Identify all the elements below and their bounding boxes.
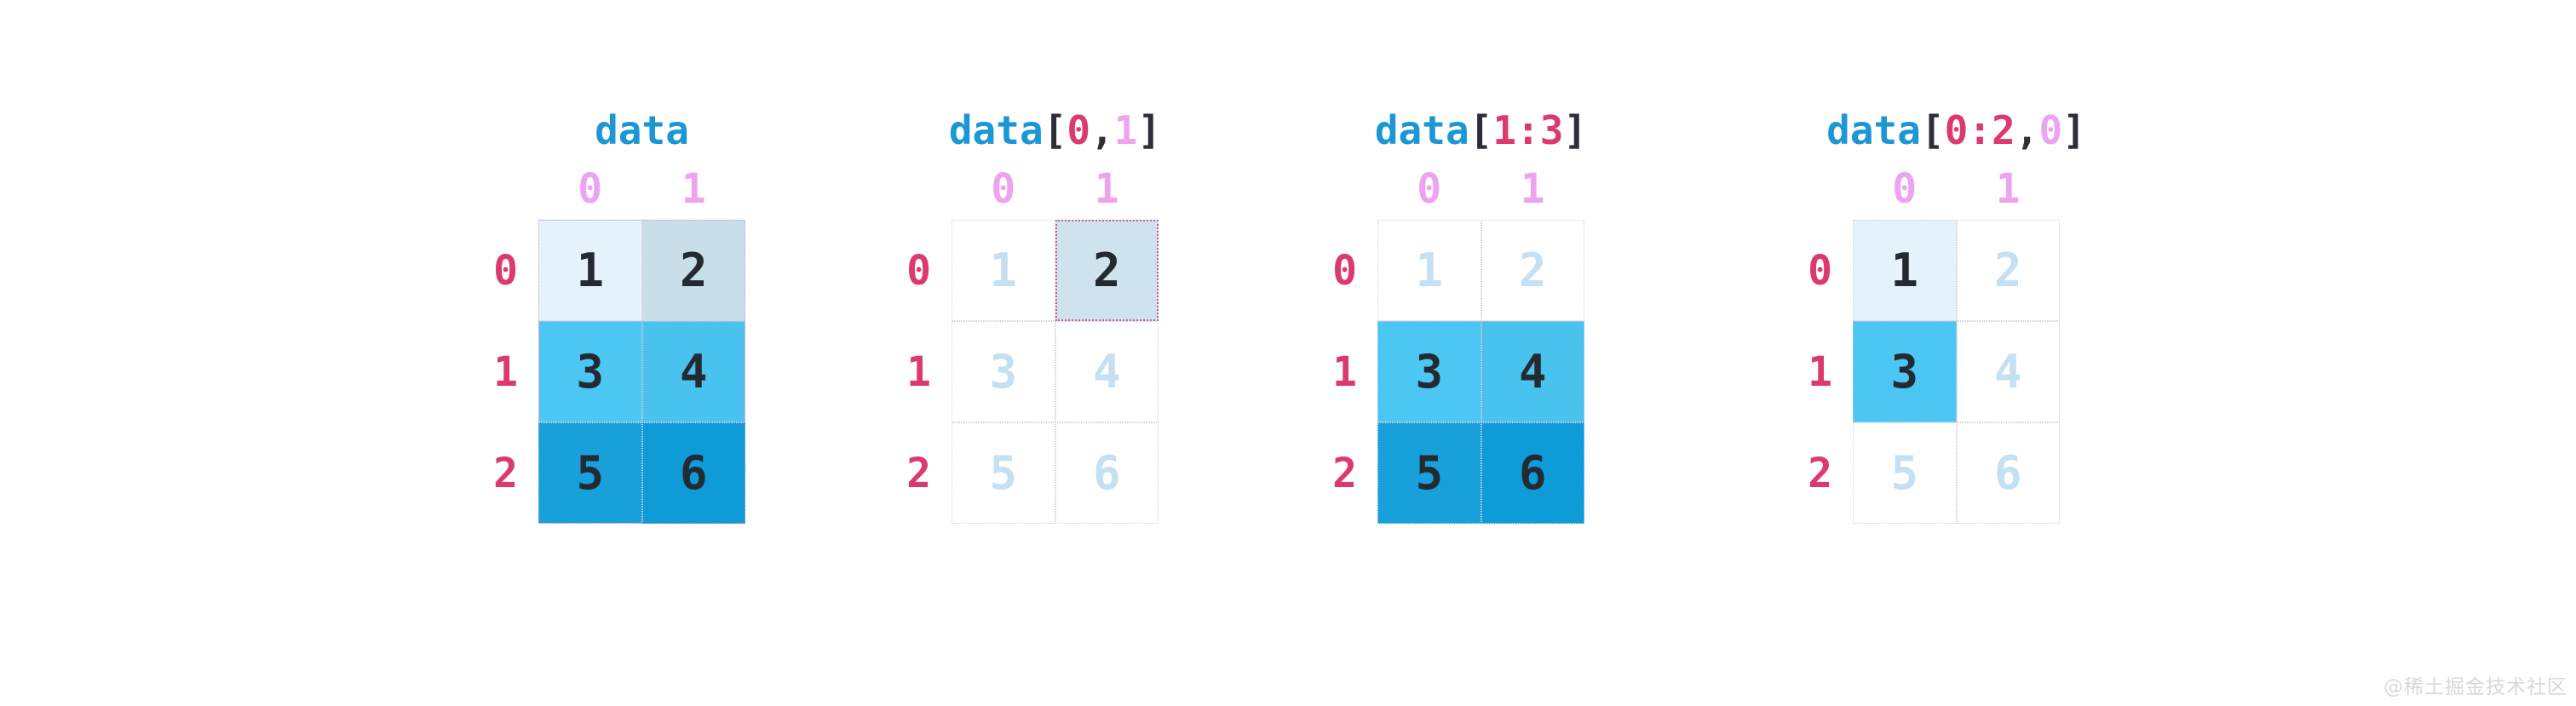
diagram-data-0-2-0: data[0:2,0] 0 1 0 1 2 1 2 3 4 5 6 xyxy=(1802,100,2086,526)
matrix-cell: 3 xyxy=(952,321,1055,422)
matrix-cell: 2 xyxy=(1481,220,1584,321)
row-header: 1 xyxy=(1332,347,1357,396)
column-header: 1 xyxy=(1520,165,1545,213)
matrix-cell: 1 xyxy=(952,220,1055,321)
row-header: 0 xyxy=(1332,246,1357,295)
matrix-grid: 1 2 3 4 5 6 xyxy=(1853,220,2060,524)
watermark: @稀土掘金技术社区 xyxy=(2383,676,2567,698)
row-header: 2 xyxy=(1332,449,1357,497)
expression-title: data[1:3] xyxy=(1374,106,1588,155)
expression-title: data[0,1] xyxy=(948,106,1162,155)
row-header: 0 xyxy=(906,246,931,295)
diagram-data: data 0 1 0 1 2 1 2 3 4 5 6 xyxy=(487,100,745,526)
expression-token: data xyxy=(595,107,689,153)
matrix-cell: 5 xyxy=(538,422,642,524)
matrix-grid: 1 2 3 4 5 6 xyxy=(1377,220,1584,524)
matrix-cell-selected: 2 xyxy=(1055,220,1159,321)
expression-token: 1 xyxy=(1113,107,1138,153)
row-header: 0 xyxy=(493,246,518,295)
expression-token: [ xyxy=(1043,107,1067,153)
expression-token: data xyxy=(1374,107,1469,153)
row-header: 0 xyxy=(1808,246,1832,295)
expression-title: data[0:2,0] xyxy=(1826,106,2086,155)
row-header: 1 xyxy=(906,347,931,396)
expression-title: data xyxy=(538,106,745,155)
row-headers: 0 1 2 xyxy=(487,220,538,524)
column-header: 0 xyxy=(991,165,1016,213)
matrix-cell: 4 xyxy=(1055,321,1159,422)
diagram-data-0-1: data[0,1] 0 1 0 1 2 1 2 3 4 5 6 xyxy=(900,100,1162,526)
column-headers: 0 1 xyxy=(1853,158,2060,220)
column-header: 1 xyxy=(1995,165,2021,213)
expression-token: ] xyxy=(2062,107,2086,153)
row-headers: 0 1 2 xyxy=(900,220,952,524)
diagram-data-1-3: data[1:3] 0 1 0 1 2 1 2 3 4 5 6 xyxy=(1326,100,1588,526)
matrix-cell-selected: 3 xyxy=(1853,321,1957,422)
expression-token: 0:2 xyxy=(1944,107,2015,153)
matrix-cell: 3 xyxy=(538,321,642,422)
expression-token: ] xyxy=(1137,107,1162,153)
column-headers: 0 1 xyxy=(1377,158,1584,220)
row-header: 2 xyxy=(1808,449,1832,497)
expression-token: 0 xyxy=(2038,107,2063,153)
matrix-cell-selected: 6 xyxy=(1481,422,1584,524)
matrix-cell: 6 xyxy=(1055,422,1159,524)
matrix-grid: 1 2 3 4 5 6 xyxy=(538,220,745,524)
matrix-cell: 5 xyxy=(952,422,1055,524)
expression-token: data xyxy=(948,107,1044,153)
matrix-cell: 6 xyxy=(1956,422,2060,524)
matrix-cell: 5 xyxy=(1853,422,1957,524)
row-headers: 0 1 2 xyxy=(1326,220,1377,524)
matrix-cell-selected: 1 xyxy=(1853,220,1957,321)
matrix-cell: 4 xyxy=(641,321,745,422)
matrix-cell: 6 xyxy=(641,422,745,524)
matrix-cell: 1 xyxy=(1377,220,1481,321)
column-header: 1 xyxy=(1094,165,1119,213)
column-header: 1 xyxy=(681,165,706,213)
expression-token: , xyxy=(1090,107,1114,153)
expression-token: [ xyxy=(1920,107,1945,153)
matrix-cell: 2 xyxy=(1956,220,2060,321)
expression-token: 0 xyxy=(1067,107,1091,153)
expression-token: data xyxy=(1826,107,1921,153)
row-header: 1 xyxy=(1808,347,1832,396)
expression-token: ] xyxy=(1563,107,1588,153)
row-headers: 0 1 2 xyxy=(1802,220,1853,524)
matrix-cell: 4 xyxy=(1956,321,2060,422)
expression-token: 1:3 xyxy=(1492,107,1564,153)
row-header: 2 xyxy=(493,449,518,497)
column-header: 0 xyxy=(578,165,603,213)
matrix-cell-selected: 4 xyxy=(1481,321,1584,422)
row-header: 1 xyxy=(493,347,518,396)
expression-token: [ xyxy=(1469,107,1493,153)
matrix-cell: 2 xyxy=(641,220,745,321)
column-headers: 0 1 xyxy=(538,158,745,220)
expression-token: , xyxy=(2015,107,2039,153)
matrix-cell-selected: 5 xyxy=(1377,422,1481,524)
column-header: 0 xyxy=(1892,165,1918,213)
column-header: 0 xyxy=(1417,165,1442,213)
column-headers: 0 1 xyxy=(952,158,1159,220)
matrix-grid: 1 2 3 4 5 6 xyxy=(952,220,1159,524)
matrix-cell: 1 xyxy=(538,220,642,321)
matrix-cell-selected: 3 xyxy=(1377,321,1481,422)
row-header: 2 xyxy=(906,449,931,497)
